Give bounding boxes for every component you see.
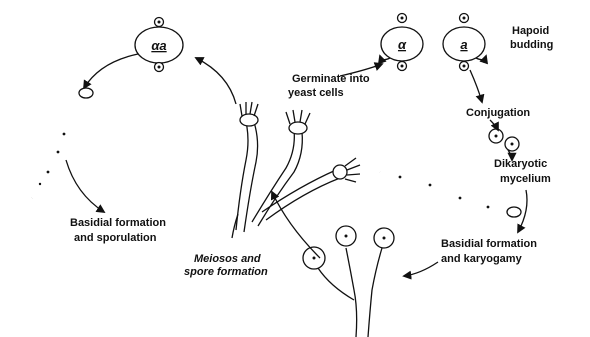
label-basidial-karyogamy-2: and karyogamy: [441, 253, 523, 265]
arrow-hypha-to-basidial: [66, 160, 104, 212]
label-basidial-karyogamy-1: Basidial formation: [441, 238, 537, 250]
diploid-cell-label: αa: [151, 38, 166, 53]
label-meiosis-2: spore formation: [184, 266, 268, 278]
haploid-cell-a: a: [443, 14, 486, 71]
hypha-left: [32, 88, 93, 198]
arrow-basidia-to-meiosis: [272, 192, 320, 258]
arrow-basidial-to-basidia: [404, 262, 438, 276]
basidia-cluster-center: [232, 102, 360, 238]
haploid-alpha-label: α: [398, 37, 407, 52]
label-basidial-sporulation-1: Basidial formation: [70, 217, 166, 229]
label-haploid-budding-1: Hapoid: [512, 25, 549, 37]
label-germinate-2: yeast cells: [288, 87, 344, 99]
label-germinate-1: Germinate into: [292, 73, 370, 85]
arrow-haploid-to-conjugation: [470, 70, 482, 102]
arrow-diploid-to-hypha: [84, 54, 138, 88]
haploid-a-label: a: [460, 37, 467, 52]
diploid-cell-alpha-a: αa: [135, 18, 183, 72]
label-meiosis-1: Meiosos and: [194, 253, 261, 265]
label-conjugation: Conjugation: [466, 107, 530, 119]
haploid-cell-alpha: α: [380, 14, 423, 71]
arrow-basidia-to-diploid: [196, 58, 236, 104]
label-haploid-budding-2: budding: [510, 39, 553, 51]
conjugating-cells: [489, 129, 519, 151]
basidia-bottom: [303, 226, 394, 337]
label-basidial-sporulation-2: and sporulation: [74, 232, 157, 244]
label-dikaryotic-2: mycelium: [500, 173, 551, 185]
label-dikaryotic-1: Dikaryotic: [494, 158, 547, 170]
